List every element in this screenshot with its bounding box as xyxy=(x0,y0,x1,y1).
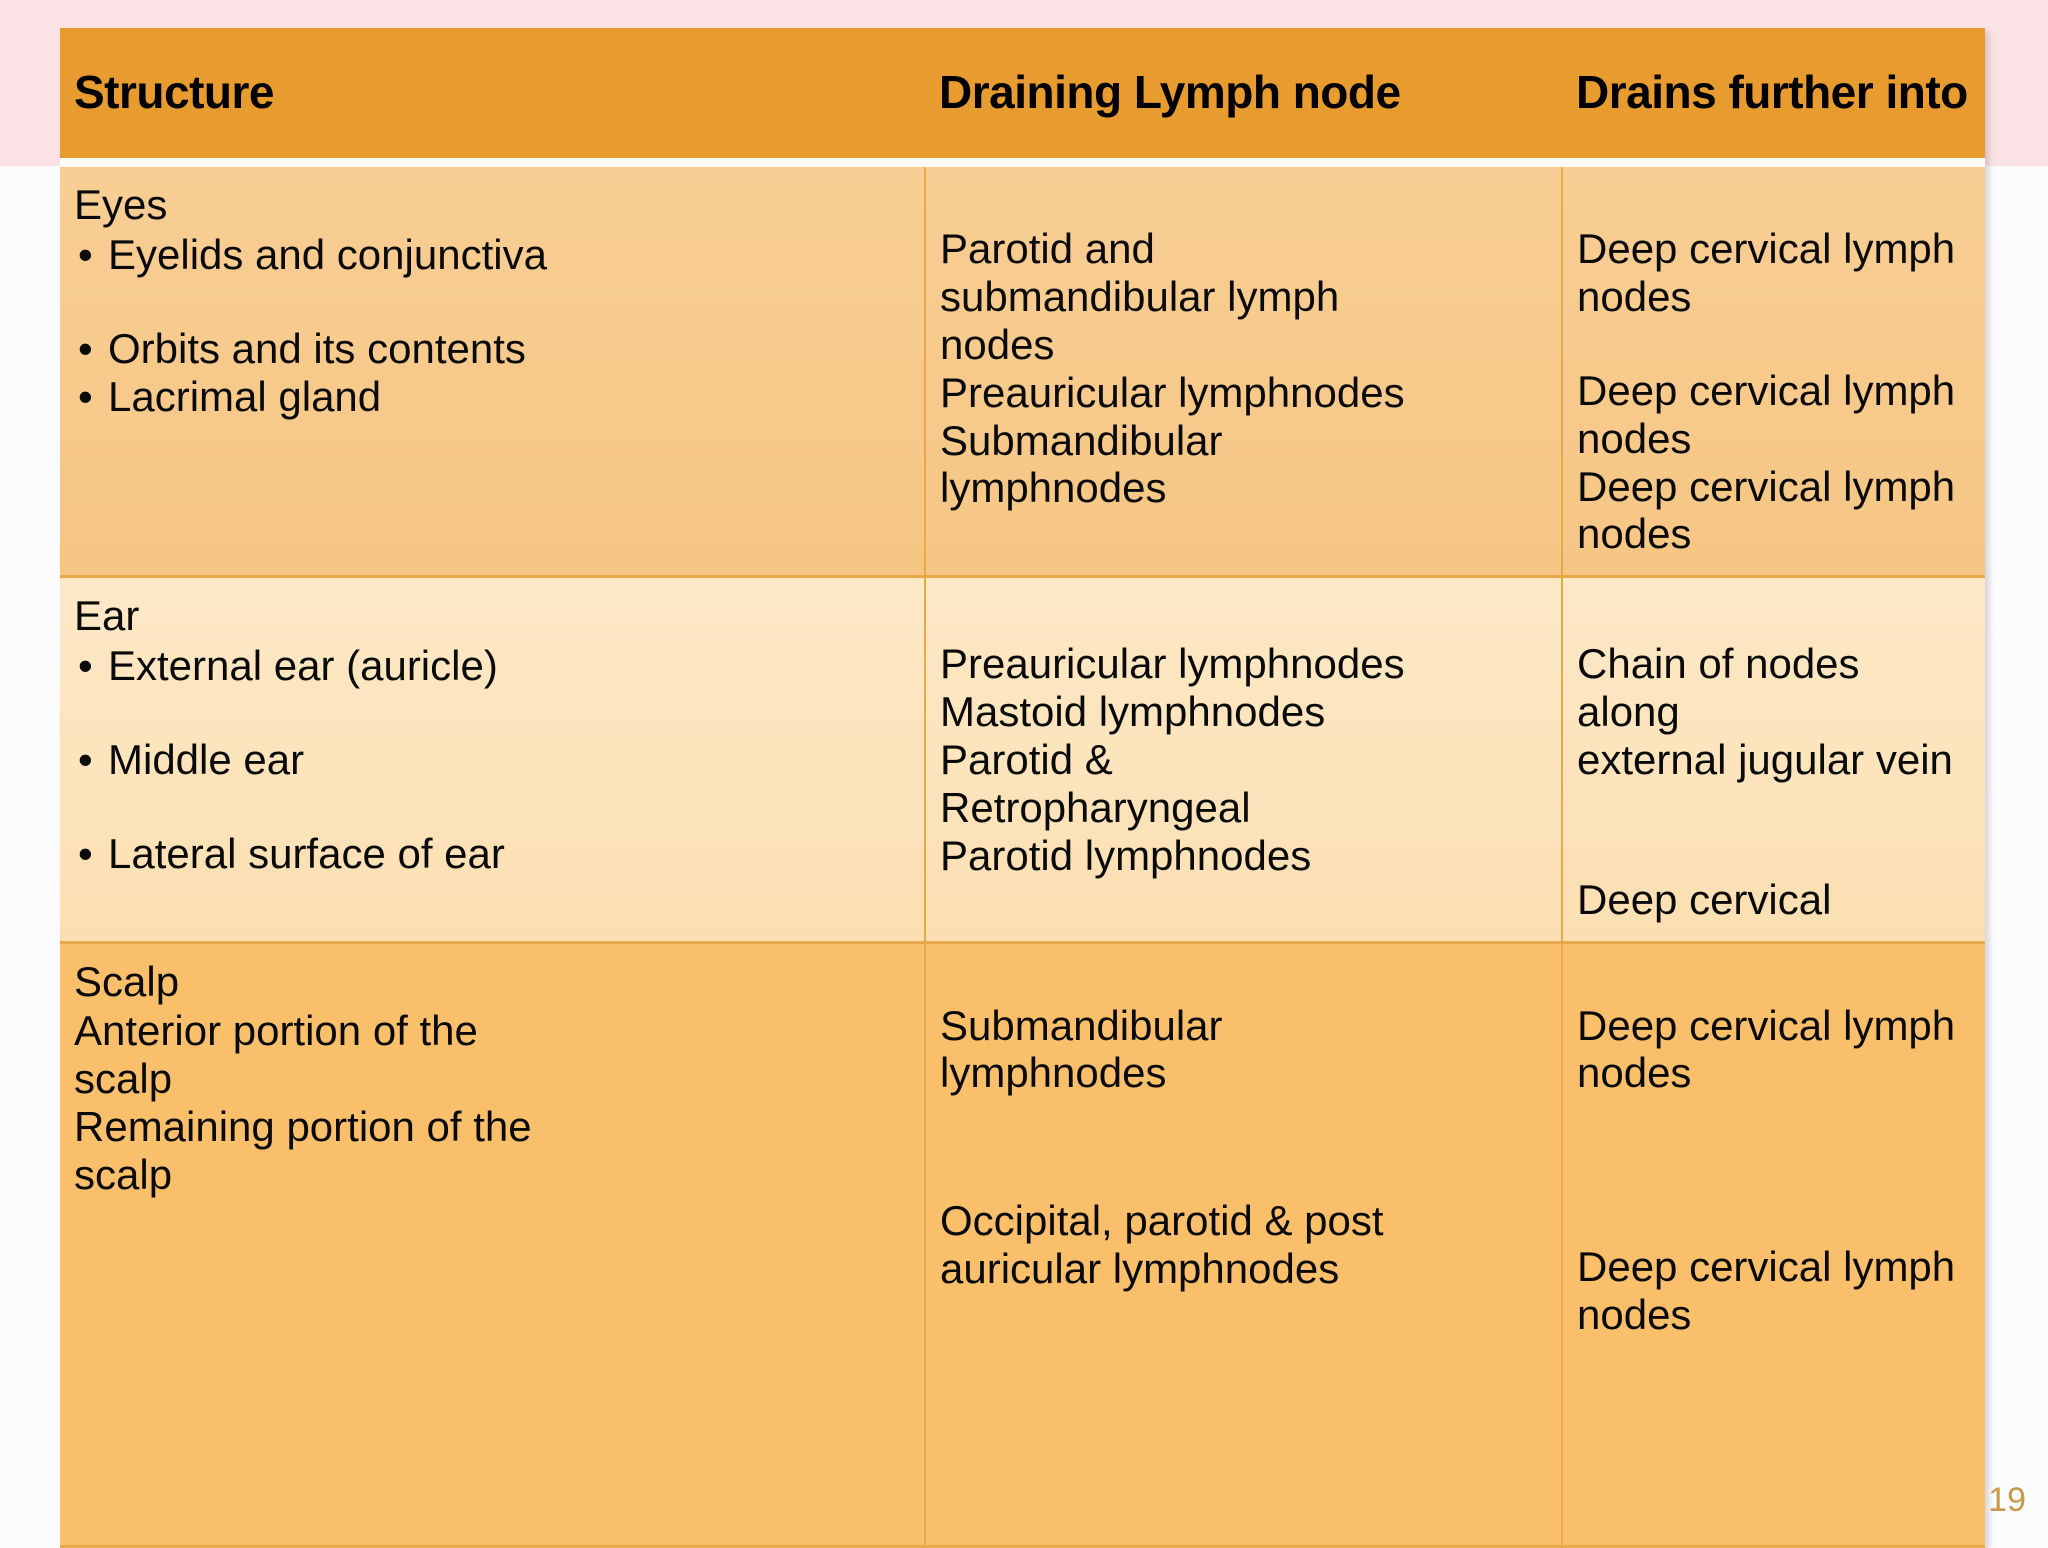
drains-line-5: Deep cervical lymph xyxy=(1577,462,1956,510)
drains-line-3: Deep cervical xyxy=(1577,875,1832,923)
structure-bullet-orbits: Orbits and its contents xyxy=(74,325,908,373)
structure-bullet-lateral-surface: Lateral surface of ear xyxy=(74,830,908,878)
lymphatic-drainage-table: Structure Draining Lymph node Drains fur… xyxy=(60,28,1985,1548)
spacer xyxy=(74,279,908,325)
table-row-eyes: Eyes Eyelids and conjunctiva Orbits and … xyxy=(60,162,1985,579)
draining-line-2: Mastoid lymphnodes xyxy=(940,688,1326,736)
cell-structure-scalp: Scalp Anterior portion of the scalp Rema… xyxy=(60,942,926,1548)
draining-line-1: Submandibular xyxy=(940,1001,1223,1049)
structure-line-remaining-2: scalp xyxy=(74,1151,173,1199)
draining-line-2: submandibular lymph xyxy=(940,272,1340,320)
cell-structure-eyes: Eyes Eyelids and conjunctiva Orbits and … xyxy=(60,162,926,579)
structure-line-anterior-2: scalp xyxy=(74,1055,173,1103)
drains-line-3: Deep cervical lymph xyxy=(1577,1243,1956,1291)
drains-line-4: nodes xyxy=(1577,1291,1692,1339)
drains-line-2: external jugular vein xyxy=(1577,736,1953,784)
structure-title-eyes: Eyes xyxy=(74,181,168,228)
spacer xyxy=(1577,1197,1969,1243)
spacer xyxy=(74,690,908,736)
draining-line-3: Occipital, parotid & post xyxy=(940,1197,1384,1245)
column-header-draining-lymph-node: Draining Lymph node xyxy=(925,28,1562,163)
draining-line-3: Parotid & xyxy=(940,736,1113,784)
structure-bullet-eyelids: Eyelids and conjunctiva xyxy=(74,231,908,279)
structure-line-anterior-1: Anterior portion of the xyxy=(74,1007,478,1055)
drains-line-1: Deep cervical lymph xyxy=(1577,1001,1956,1049)
drains-line-6: nodes xyxy=(1577,510,1692,558)
structure-line-remaining-1: Remaining portion of the xyxy=(74,1103,532,1151)
draining-line-1: Preauricular lymphnodes xyxy=(940,640,1405,688)
cell-structure-ear: Ear External ear (auricle) Middle ear La… xyxy=(60,576,926,944)
column-header-drains-further-into: Drains further into xyxy=(1562,28,1985,163)
drains-line-1: Chain of nodes along xyxy=(1577,640,1872,736)
drains-line-3: Deep cervical lymph xyxy=(1577,366,1956,414)
structure-title-ear: Ear xyxy=(74,592,140,640)
draining-line-3: nodes xyxy=(940,320,1055,368)
draining-line-5: Parotid lymphnodes xyxy=(940,831,1312,879)
draining-line-2: lymphnodes xyxy=(940,1049,1167,1097)
drains-line-1: Deep cervical lymph xyxy=(1577,225,1956,272)
cell-draining-eyes: Parotid and submandibular lymph nodes Pr… xyxy=(925,162,1563,579)
table-header-row: Structure Draining Lymph node Drains fur… xyxy=(60,28,1985,163)
structure-title-scalp: Scalp xyxy=(74,957,180,1005)
draining-line-6: lymphnodes xyxy=(940,464,1167,512)
draining-line-5: Submandibular xyxy=(940,416,1223,464)
cell-drains-further-ear: Chain of nodes along external jugular ve… xyxy=(1562,576,1985,944)
structure-bullet-lacrimal-gland: Lacrimal gland xyxy=(74,373,908,421)
cell-drains-further-scalp: Deep cervical lymph nodes Deep cervical … xyxy=(1562,942,1985,1548)
cell-drains-further-eyes: Deep cervical lymph nodes Deep cervical … xyxy=(1562,162,1985,579)
draining-line-4: Preauricular lymphnodes xyxy=(940,368,1405,416)
column-header-structure: Structure xyxy=(60,28,925,163)
cell-draining-ear: Preauricular lymphnodes Mastoid lymphnod… xyxy=(925,576,1563,944)
table-row-ear: Ear External ear (auricle) Middle ear La… xyxy=(60,576,1985,944)
draining-line-4: Retropharyngeal xyxy=(940,783,1251,831)
spacer xyxy=(1577,321,1969,367)
drains-line-4: nodes xyxy=(1577,414,1692,462)
drains-line-2: nodes xyxy=(1577,1049,1692,1097)
spacer xyxy=(1577,784,1969,876)
structure-bullet-external-ear: External ear (auricle) xyxy=(74,642,908,690)
structure-bullet-middle-ear: Middle ear xyxy=(74,736,908,784)
draining-line-4: auricular lymphnodes xyxy=(940,1245,1340,1293)
table-row-scalp: Scalp Anterior portion of the scalp Rema… xyxy=(60,942,1985,1548)
spacer xyxy=(1577,1097,1969,1197)
slide-page-number: 19 xyxy=(1988,1481,2026,1519)
spacer xyxy=(74,784,908,830)
drains-line-2: nodes xyxy=(1577,272,1692,320)
spacer xyxy=(940,1097,1545,1197)
draining-line-1: Parotid and xyxy=(940,225,1155,272)
cell-draining-scalp: Submandibular lymphnodes Occipital, paro… xyxy=(925,942,1563,1548)
